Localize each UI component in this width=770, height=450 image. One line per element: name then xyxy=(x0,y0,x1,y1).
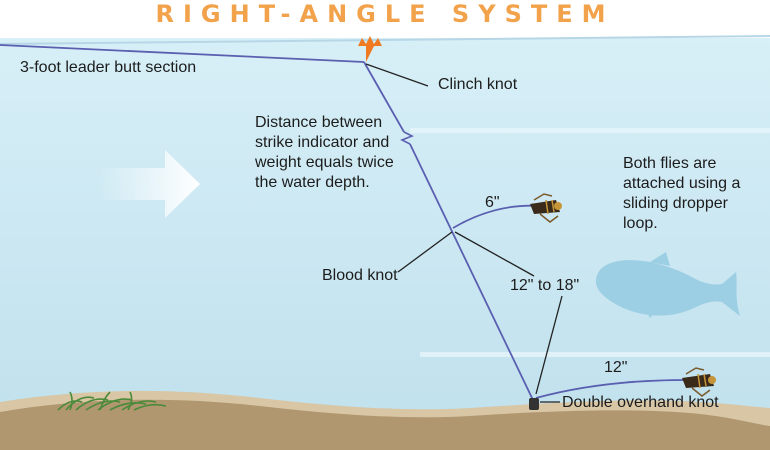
tippet-line xyxy=(409,143,534,401)
weed-icon xyxy=(57,391,167,411)
label-flies-line: attached using a xyxy=(623,175,741,192)
label-six-inch: 6" xyxy=(485,194,500,211)
riverbed xyxy=(0,399,770,450)
tippet-line xyxy=(363,61,405,133)
label-distance-line: strike indicator and xyxy=(255,134,390,151)
label-flies-line: Both flies are xyxy=(623,155,717,172)
label-flies-line: loop. xyxy=(623,215,658,232)
callout-line-segment xyxy=(535,295,563,395)
label-leader: 3-foot leader butt section xyxy=(20,59,197,76)
label-distance: Distance between strike indicator and we… xyxy=(255,113,394,193)
fly-icon xyxy=(530,193,562,223)
diagram-title: RIGHT-ANGLE SYSTEM xyxy=(155,0,615,28)
label-distance-line: Distance between xyxy=(255,114,383,131)
current-streak xyxy=(410,128,770,133)
label-blood-knot: Blood knot xyxy=(322,267,398,284)
strike-indicator-icon xyxy=(358,36,382,62)
callout-line-blood xyxy=(397,231,453,273)
leader-line xyxy=(0,44,365,63)
label-twelve-to-eighteen: 12" to 18" xyxy=(510,277,580,294)
line-break-mark xyxy=(400,131,414,145)
arrow-icon xyxy=(98,150,200,218)
label-flies: Both flies are attached using a sliding … xyxy=(623,154,740,234)
fly-icon xyxy=(682,367,716,397)
dropper-line-lower xyxy=(535,379,687,399)
water-surface xyxy=(0,35,770,45)
label-clinch-knot: Clinch knot xyxy=(438,76,518,93)
fish-icon xyxy=(595,260,740,316)
label-twelve-inch: 12" xyxy=(604,359,628,376)
callout-line-segment xyxy=(454,231,535,277)
current-streak xyxy=(420,352,770,357)
split-shot-icon xyxy=(529,398,539,410)
label-flies-line: sliding dropper xyxy=(623,195,728,212)
callout-line-clinch xyxy=(365,63,429,87)
label-distance-line: the water depth. xyxy=(255,174,370,191)
fish-fin xyxy=(640,300,662,318)
label-double-overhand: Double overhand knot xyxy=(562,394,719,411)
fish-fin xyxy=(650,252,670,266)
label-distance-line: weight equals twice xyxy=(255,154,394,171)
